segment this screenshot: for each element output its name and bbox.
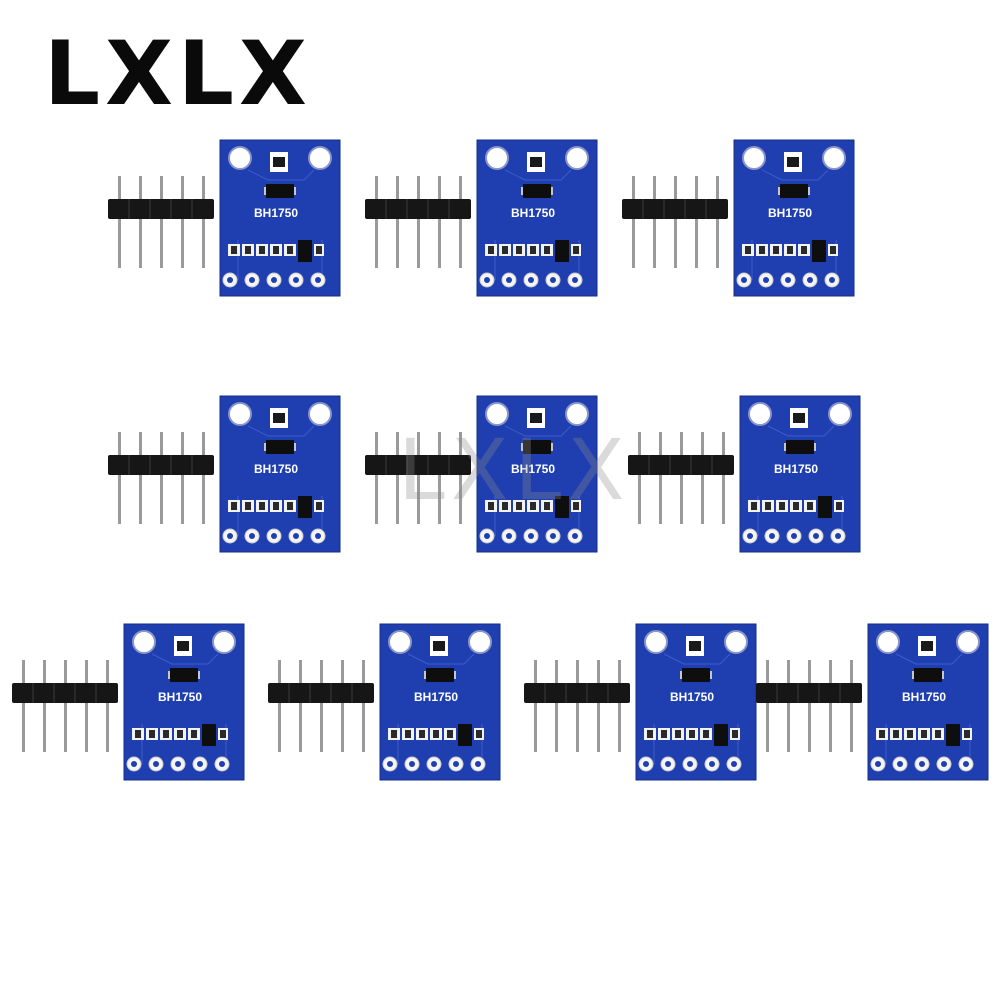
sensor-module-10: BH1750 <box>755 623 996 784</box>
bh1750-board <box>476 395 598 553</box>
sensor-module-4: BH1750 <box>107 395 348 556</box>
sensor-module-9: BH1750 <box>523 623 764 784</box>
sensor-module-5: BH1750 <box>364 395 605 556</box>
sensor-module-3: BH1750 <box>621 139 862 300</box>
bh1750-board <box>476 139 598 297</box>
bh1750-board <box>739 395 861 553</box>
brand-logo: LXLX <box>44 22 312 125</box>
board-label: BH1750 <box>253 462 299 476</box>
bh1750-board <box>219 395 341 553</box>
sensor-module-1: BH1750 <box>107 139 348 300</box>
board-label: BH1750 <box>157 690 203 704</box>
board-label: BH1750 <box>510 462 556 476</box>
bh1750-board <box>123 623 245 781</box>
sensor-module-2: BH1750 <box>364 139 605 300</box>
board-label: BH1750 <box>510 206 556 220</box>
board-label: BH1750 <box>767 206 813 220</box>
board-label: BH1750 <box>901 690 947 704</box>
board-label: BH1750 <box>669 690 715 704</box>
board-label: BH1750 <box>773 462 819 476</box>
board-label: BH1750 <box>413 690 459 704</box>
bh1750-board <box>379 623 501 781</box>
sensor-module-8: BH1750 <box>267 623 508 784</box>
board-label: BH1750 <box>253 206 299 220</box>
sensor-module-6: BH1750 <box>627 395 868 556</box>
bh1750-board <box>733 139 855 297</box>
sensor-module-7: BH1750 <box>11 623 252 784</box>
bh1750-board <box>219 139 341 297</box>
bh1750-board <box>867 623 989 781</box>
bh1750-board <box>635 623 757 781</box>
